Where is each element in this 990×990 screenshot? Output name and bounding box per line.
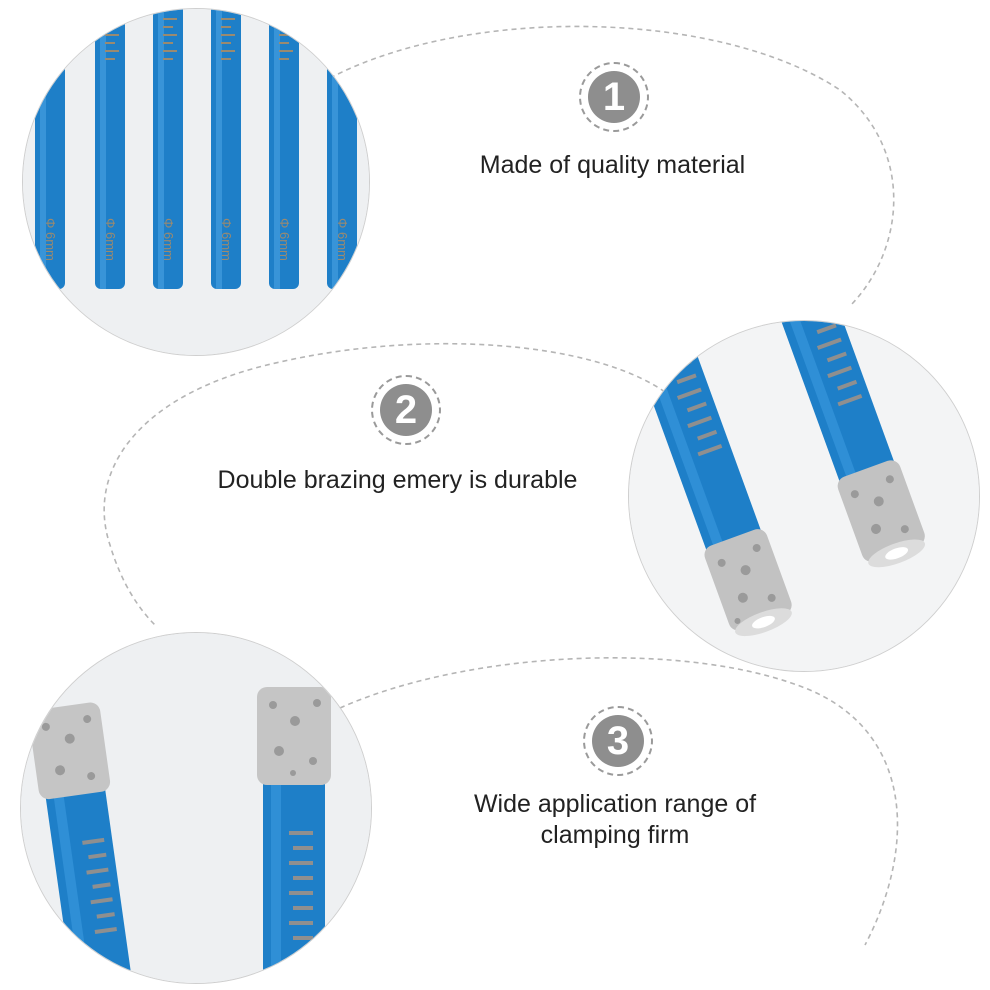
drill-bit-shank: Φ 6mm	[269, 9, 299, 289]
bit-size-marking: Φ 6mm	[161, 218, 176, 261]
drill-bit-shank: Φ 6mm	[211, 9, 241, 289]
feature-2-number-badge: 2	[371, 375, 441, 445]
drill-bit-shank: Φ 6mm	[95, 9, 125, 289]
product-photo-shanks: Φ 6mm Φ 6mm Φ 6mm Φ 6mm Φ 6mm Φ 6mm	[22, 8, 370, 356]
feature-3-text: Wide application range of clamping firm	[473, 790, 757, 849]
bit-size-marking: Φ 6mm	[219, 218, 234, 261]
bit-size-marking: Φ 6mm	[335, 218, 350, 261]
feature-1-number-badge: 1	[579, 62, 649, 132]
bit-size-marking: Φ 6mm	[103, 218, 118, 261]
feature-3-number-badge: 3	[583, 706, 653, 776]
feature-1-number: 1	[588, 71, 640, 123]
feature-2-number: 2	[380, 384, 432, 436]
feature-3-number: 3	[592, 715, 644, 767]
drill-bit-shank: Φ 6mm	[327, 9, 357, 289]
drill-bit-shank: Φ 6mm	[35, 9, 65, 289]
drill-bit-shank: Φ 6mm	[153, 9, 183, 289]
product-photo-brazed-tips	[628, 320, 980, 672]
bit-size-marking: Φ 6mm	[277, 218, 292, 261]
feature-2-text: Double brazing emery is durable	[217, 466, 578, 494]
product-photo-upright-tips	[20, 632, 372, 984]
feature-1-text: Made of quality material	[479, 151, 746, 179]
bit-size-marking: Φ 6mm	[43, 218, 58, 261]
